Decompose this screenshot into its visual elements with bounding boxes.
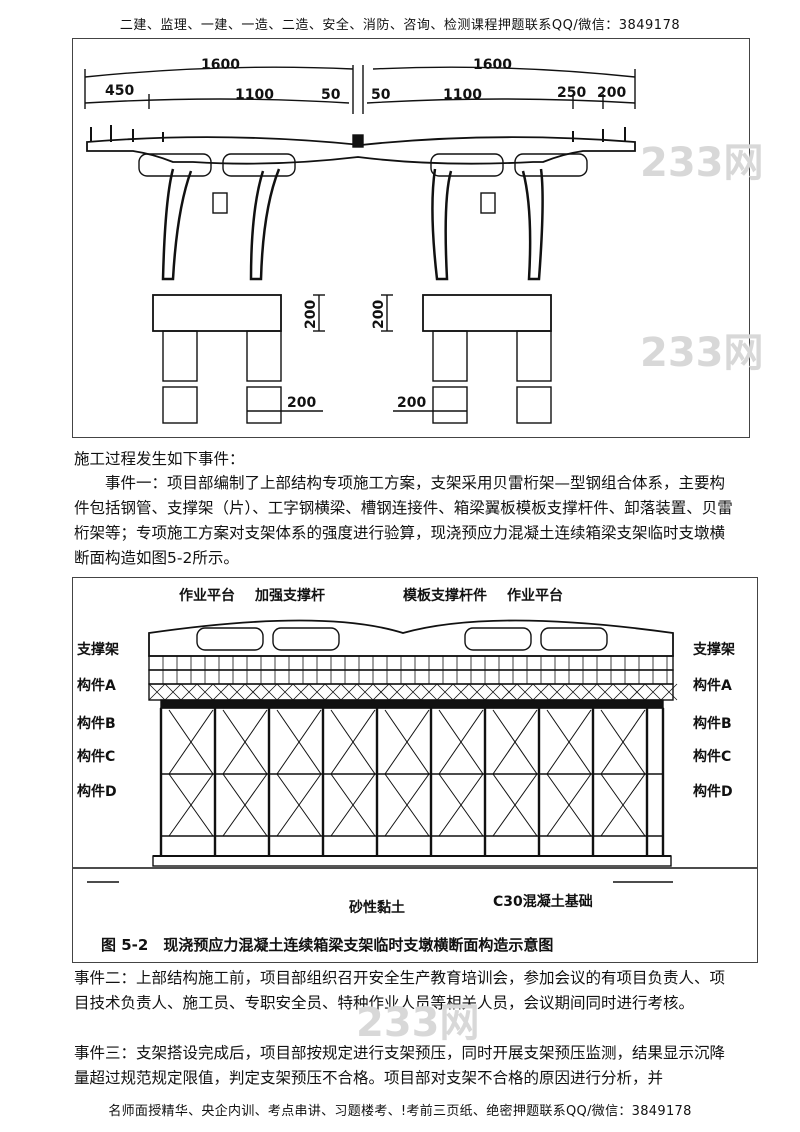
dim-bottom-right: 200 bbox=[397, 395, 426, 411]
page-footer: 名师面授精华、央企内训、考点串讲、习题楼考、!考前三页纸、绝密押题联系QQ/微信… bbox=[108, 1104, 692, 1119]
label-left-support-frame: 支撑架 bbox=[76, 641, 119, 658]
label-right-member-a: 构件A bbox=[693, 677, 732, 694]
dim-top-left: 1600 bbox=[201, 57, 240, 73]
label-left-member-c: 构件C bbox=[77, 748, 115, 765]
dim-right-50: 50 bbox=[371, 87, 391, 103]
label-left-member-b: 构件B bbox=[77, 715, 116, 732]
dim-left-450: 450 bbox=[105, 83, 134, 99]
label-formwork-rod: 模板支撑杆件 bbox=[403, 587, 487, 604]
dim-vertical-left: 200 bbox=[303, 300, 319, 329]
paragraph-event2: 事件二：上部结构施工前，项目部组织召开安全生产教育培训会，参加会议的有项目负责人… bbox=[74, 969, 726, 1012]
temporary-pier-figure: 作业平台 加强支撑杆 模板支撑杆件 作业平台 支撑架 构件A 构件B 构件C 构… bbox=[72, 577, 758, 963]
bridge-cross-section-drawing: 1600 1600 450 1100 50 50 1100 250 200 20… bbox=[84, 57, 636, 424]
paragraph-event3: 事件三：支架搭设完成后，项目部按规定进行支架预压，同时开展支架预压监测，结果显示… bbox=[74, 1044, 726, 1087]
dim-left-50: 50 bbox=[321, 87, 341, 103]
watermark-3: 233网 bbox=[356, 1000, 480, 1046]
label-right-member-c: 构件C bbox=[693, 748, 731, 765]
dim-vertical-right: 200 bbox=[371, 300, 387, 329]
paragraph-intro: 施工过程发生如下事件： bbox=[74, 450, 245, 468]
page-header: 二建、监理、一建、一造、二造、安全、消防、咨询、检测课程押题联系QQ/微信：38… bbox=[119, 18, 681, 33]
label-right-member-d: 构件D bbox=[693, 783, 733, 800]
dim-right-200: 200 bbox=[597, 85, 626, 101]
label-reinforcing-rod: 加强支撑杆 bbox=[254, 587, 325, 604]
label-right-member-b: 构件B bbox=[693, 715, 732, 732]
paragraph-event1: 事件一：项目部编制了上部结构专项施工方案，支架采用贝雷桁架—型钢组合体系，主要构… bbox=[74, 474, 733, 567]
label-c30-foundation: C30混凝土基础 bbox=[493, 893, 593, 910]
dim-top-right: 1600 bbox=[473, 57, 512, 73]
label-work-platform-right: 作业平台 bbox=[507, 587, 563, 604]
watermark-1: 233网 bbox=[640, 140, 764, 186]
temporary-pier-drawing: 作业平台 加强支撑杆 模板支撑杆件 作业平台 支撑架 构件A 构件B 构件C 构… bbox=[73, 587, 757, 954]
dim-bottom-left: 200 bbox=[287, 395, 316, 411]
label-sandy-clay: 砂性黏土 bbox=[348, 899, 405, 916]
watermark-2: 233网 bbox=[640, 330, 764, 376]
dim-left-1100: 1100 bbox=[235, 87, 274, 103]
label-left-member-d: 构件D bbox=[77, 783, 117, 800]
dim-right-1100: 1100 bbox=[443, 87, 482, 103]
bridge-cross-section-figure: 1600 1600 450 1100 50 50 1100 250 200 20… bbox=[72, 38, 750, 438]
label-left-member-a: 构件A bbox=[77, 677, 116, 694]
dim-right-250: 250 bbox=[557, 85, 586, 101]
label-work-platform-left: 作业平台 bbox=[179, 587, 235, 604]
figure2-caption: 图 5-2 现浇预应力混凝土连续箱梁支架临时支墩横断面构造示意图 bbox=[101, 936, 553, 954]
label-right-support-frame: 支撑架 bbox=[692, 641, 735, 658]
